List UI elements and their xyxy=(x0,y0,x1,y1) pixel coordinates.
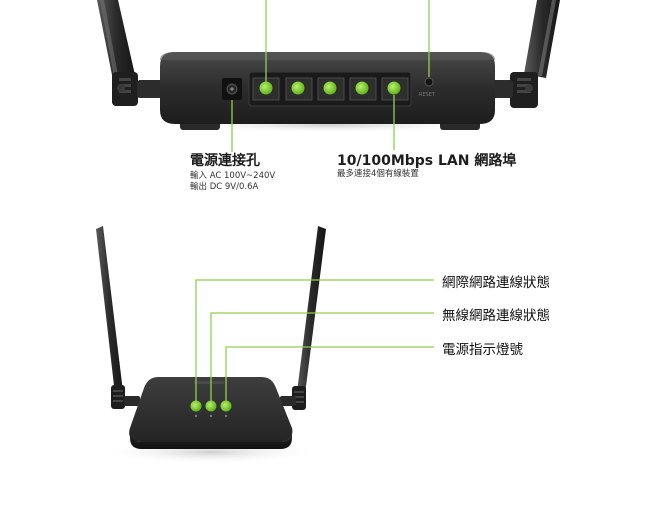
reset-text: RESET xyxy=(419,92,436,98)
power-port-output-spec: 輸出 DC 9V/0.6A xyxy=(190,182,259,192)
front-callout-lines xyxy=(195,279,434,402)
rear-callout-lines xyxy=(231,0,430,152)
wireless-status-label: 無線網路連線狀態 xyxy=(442,308,550,324)
power-port-title: 電源連接孔 xyxy=(190,153,260,169)
power-indicator-label: 電源指示燈號 xyxy=(442,342,523,358)
rear-ports xyxy=(252,77,409,101)
rear-router-body: RESET xyxy=(160,52,500,133)
rear-left-antenna xyxy=(97,0,167,106)
front-left-antenna xyxy=(96,226,140,409)
power-port-input-spec: 輸入 AC 100V~240V xyxy=(190,171,276,181)
front-router-body xyxy=(100,377,320,464)
internet-status-label: 網際網路連線狀態 xyxy=(442,275,550,291)
lan-ports-subtitle: 最多連接4個有線裝置 xyxy=(337,169,419,179)
lan-ports-title: 10/100Mbps LAN 網路埠 xyxy=(337,153,517,169)
front-right-antenna xyxy=(280,226,326,410)
